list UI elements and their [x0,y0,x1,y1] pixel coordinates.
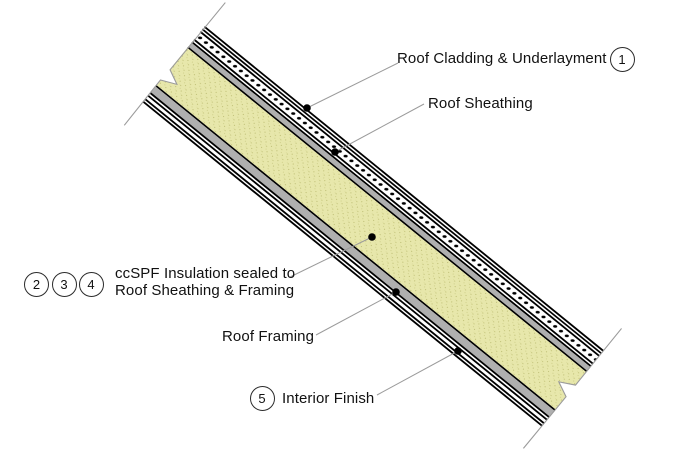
break-line-right [522,328,622,449]
label-roof-cladding-underlayment: Roof Cladding & Underlayment [397,50,607,67]
label-interior-finish: Interior Finish [282,390,375,407]
callout-dot-framing [392,288,400,296]
callout-badge-5: 5 [249,385,275,411]
sheathing-line [191,41,592,367]
break-line-left [123,2,226,126]
interior-finish-line [144,98,545,425]
callout-dot-insulation [368,233,376,241]
callout-badge-1: 1 [609,46,635,72]
leader-interior [376,350,459,396]
framing-top-line [155,85,556,411]
sheathing-line [193,38,594,365]
break-notch [558,381,577,398]
callout-badge-3: 3 [51,271,77,297]
framing-bottom-line [149,92,550,418]
sheathing-panel [188,42,591,371]
interior-finish-line [142,101,543,427]
label-roof-sheathing: Roof Sheathing [428,95,533,112]
leader-framing [315,291,397,336]
roof-assembly-rotated-group [123,2,622,449]
callout-badge-2: 2 [24,271,49,297]
leader-insulation [289,236,373,278]
leader-sheathing [334,103,425,153]
callout-dot-sheathing [331,148,339,156]
label-ccspf-line1: ccSPF Insulation sealed to [115,265,296,282]
label-ccspf-line2: Roof Sheathing & Framing [115,282,295,299]
leader-cladding [306,62,399,109]
label-roof-framing: Roof Framing [222,328,315,345]
cladding-line [201,28,602,355]
label-ccspf-insulation: ccSPF Insulation sealed to Roof Sheathin… [115,265,295,299]
callout-dot-cladding [303,104,311,112]
callout-badge-4: 4 [78,271,104,297]
cladding-line [199,31,600,357]
insulation-band [156,47,587,410]
sheathing-bottom-line [187,46,588,373]
underlayment-dotted-band [194,32,599,363]
framing-band [151,86,555,417]
callout-dot-interior [454,347,462,355]
interior-finish-line [147,95,548,421]
